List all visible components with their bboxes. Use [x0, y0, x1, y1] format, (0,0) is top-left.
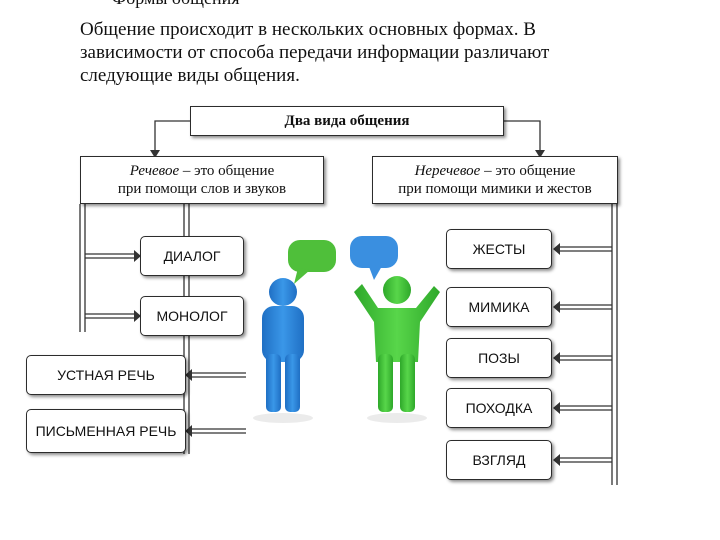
item-dialog: ДИАЛОГ	[140, 236, 244, 276]
green-speech-bubble-icon	[288, 240, 336, 284]
intro-paragraph: Общение происходит в нескольких основных…	[80, 19, 550, 86]
nonverbal-definition-part2: при помощи мимики и жестов	[398, 181, 592, 197]
item-written-speech: ПИСЬМЕННАЯ РЕЧЬ	[26, 409, 186, 453]
verbal-term: Речевое	[129, 163, 180, 179]
item-gait: ПОХОДКА	[446, 388, 552, 428]
nonverbal-type-box: Неречевое – это общение при помощи мимик…	[372, 156, 618, 204]
nonverbal-definition-part1: – это общение	[480, 163, 576, 179]
verbal-type-box: Речевое – это общение при помощи слов и …	[80, 156, 324, 204]
blue-speech-bubble-icon	[350, 236, 398, 280]
two-people-talking-illustration	[253, 236, 440, 423]
item-gestures: ЖЕСТЫ	[446, 229, 552, 269]
verbal-definition-part2: при помощи слов и звуков	[117, 181, 287, 197]
nonverbal-term: Неречевое	[414, 163, 481, 179]
green-person-icon	[354, 276, 440, 423]
item-oral-speech: УСТНАЯ РЕЧЬ	[26, 355, 186, 395]
item-facial-expressions: МИМИКА	[446, 287, 552, 327]
cut-header-fragment: Формы общения	[112, 0, 302, 10]
item-monolog: МОНОЛОГ	[140, 296, 244, 336]
diagram-title-box: Два вида общения	[190, 106, 504, 136]
blue-person-icon	[253, 278, 313, 423]
verbal-definition-part1: – это общение	[179, 163, 275, 179]
item-gaze: ВЗГЛЯД	[446, 440, 552, 480]
item-postures: ПОЗЫ	[446, 338, 552, 378]
